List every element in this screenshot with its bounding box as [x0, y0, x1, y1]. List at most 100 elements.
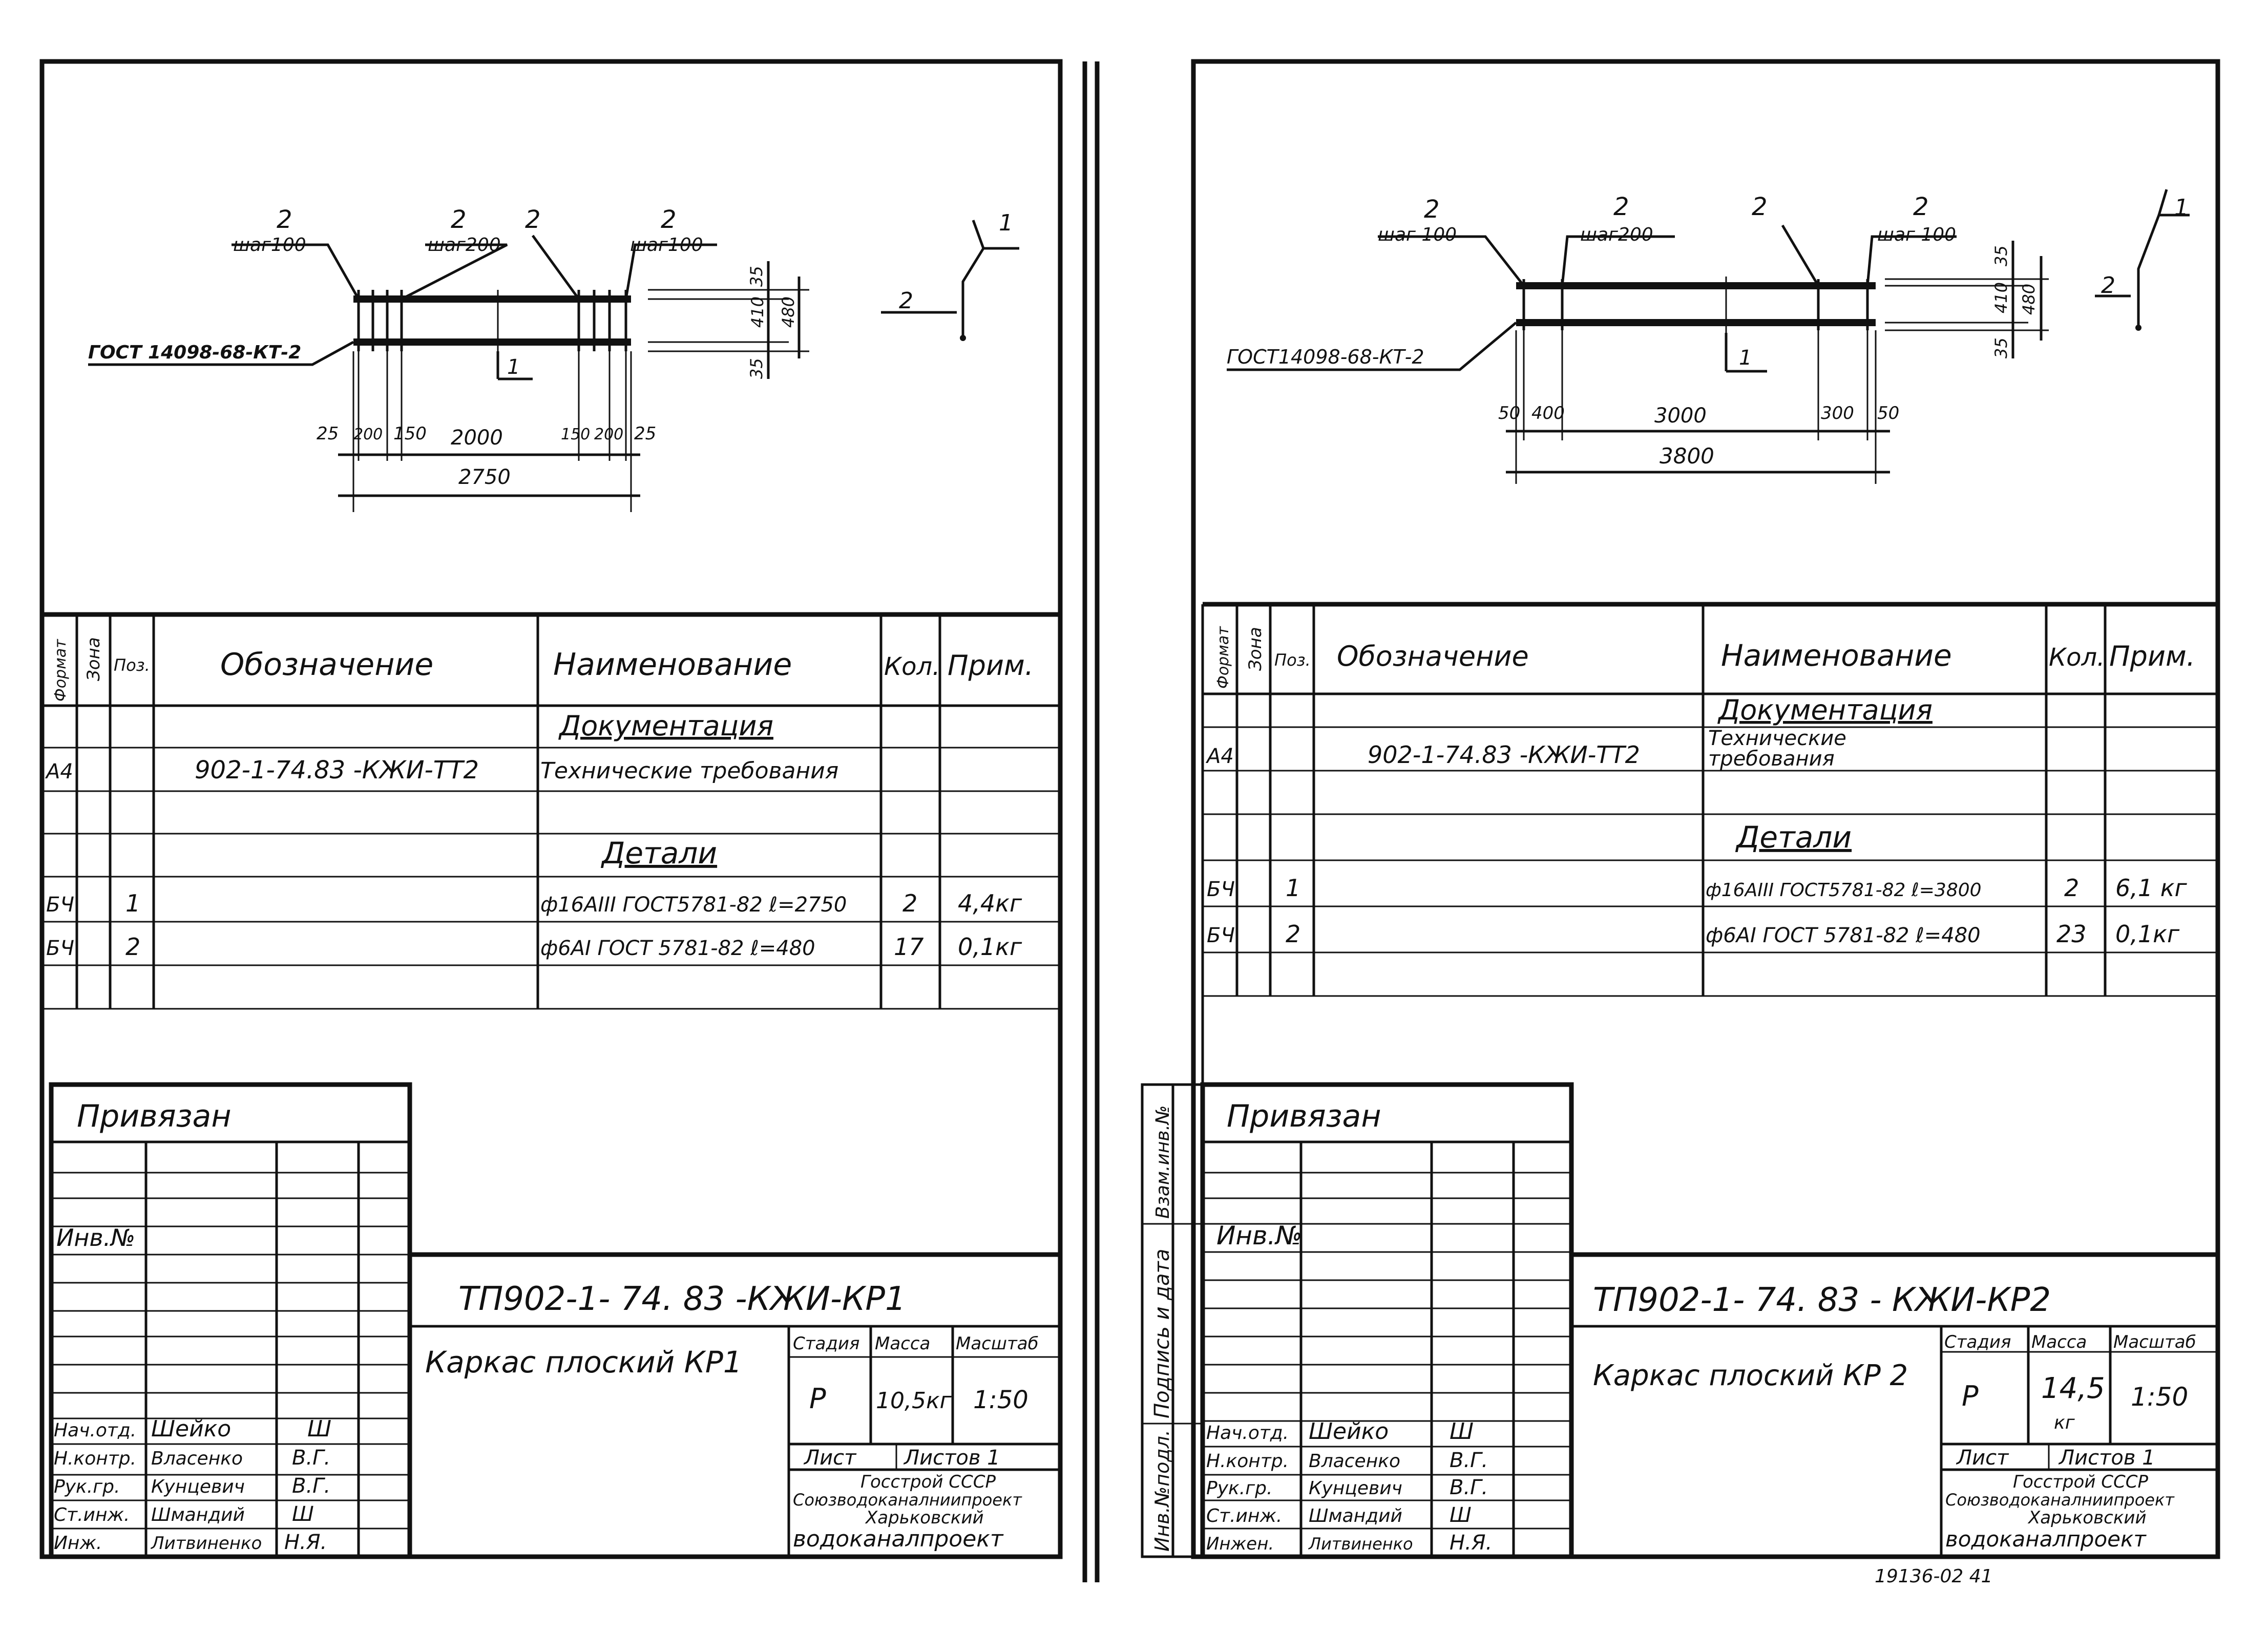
stage-label: Стадия	[1944, 1332, 2011, 1352]
dim-h: 150	[561, 426, 590, 443]
staff-name: Власенко	[151, 1448, 243, 1469]
doc-designation: 902-1-74.83 -КЖИ-ТТ2	[1368, 741, 1640, 769]
mass-value: 10,5кг	[876, 1388, 952, 1414]
row-qty: 2	[902, 889, 917, 917]
leader-note: шаг200	[428, 235, 501, 256]
leader-note: шаг 100	[1877, 224, 1956, 245]
staff-role: Инж.	[54, 1533, 102, 1554]
row-format: БЧ	[1207, 878, 1235, 901]
row-note: 6,1 кг	[2115, 874, 2188, 902]
stage-value: Р	[809, 1383, 826, 1415]
rebar-dot	[960, 335, 966, 341]
header-format: Формат	[52, 639, 70, 702]
staff-sign: В.Г.	[1450, 1476, 1488, 1499]
header-qty: Кол.	[884, 652, 940, 681]
privyazan-box	[49, 1082, 412, 1559]
row-pos: 2	[1286, 920, 1300, 948]
staff-name: Власенко	[1309, 1451, 1400, 1472]
weld-leader	[88, 341, 354, 366]
leader-note: шаг100	[233, 235, 306, 256]
dim-v: 410	[748, 296, 767, 328]
staff-sign: В.Г.	[292, 1474, 330, 1498]
stage-label: Стадия	[793, 1333, 859, 1354]
leader-num: 2	[1752, 193, 1768, 221]
doc-designation: 902-1-74.83 -КЖИ-ТТ2	[195, 756, 479, 784]
row-format: БЧ	[46, 893, 74, 917]
org-line: Харьковский	[865, 1508, 984, 1528]
privyazan-label: Привязан	[1227, 1098, 1381, 1134]
dim-h: 200	[594, 426, 623, 443]
leader-line	[401, 243, 508, 301]
header-designation: Обозначение	[220, 647, 433, 683]
dim-v: 480	[779, 296, 798, 328]
sheet-label: Лист	[1956, 1446, 2009, 1470]
staff-role: Рук.гр.	[1206, 1478, 1272, 1499]
dim-v: 35	[747, 266, 766, 287]
footer-number: 19136-02 41	[1875, 1566, 1993, 1587]
weld-note: ГОСТ 14098-68-КТ-2	[88, 342, 301, 363]
dim-h: 50	[1877, 403, 1899, 423]
staff-name: Шмандий	[151, 1504, 245, 1525]
doc-name: Технические	[1708, 727, 1846, 750]
sheets-label: Листов 1	[903, 1446, 1000, 1470]
side-stamp-label: Подпись и дата	[1150, 1249, 1174, 1418]
staff-role: Н.контр.	[1206, 1451, 1289, 1472]
staff-role: Рук.гр.	[54, 1476, 120, 1497]
dim-v: 410	[1991, 282, 2011, 313]
leader-line	[1866, 235, 1875, 286]
staff-name: Шейко	[151, 1416, 231, 1442]
dim-h: 3000	[1654, 404, 1707, 428]
spec-table: Формат Зона Поз. Обозначение Наименовани…	[42, 612, 1060, 1010]
dim-h: 2000	[451, 426, 503, 450]
leader-line	[1561, 235, 1578, 286]
section-label: 2	[899, 288, 913, 314]
leader-line	[624, 243, 717, 300]
row-qty: 2	[2064, 874, 2079, 902]
mass-value: 14,5	[2041, 1372, 2105, 1405]
dim-h: 25	[634, 423, 656, 444]
section-parts: Детали	[600, 836, 717, 871]
sheet-kr1: 1 2 шаг100 2 шаг200 2 2 шаг100 ГОСТ 1409…	[39, 59, 1087, 1582]
header-note: Прим.	[948, 649, 1034, 682]
row-name: ф16АIII ГОСТ5781-82 ℓ=2750	[540, 893, 847, 917]
scale-label: Масштаб	[956, 1333, 1039, 1354]
leader-note: шаг100	[630, 235, 703, 256]
doc-name: Технические требования	[540, 758, 838, 784]
dim-h: 50	[1498, 403, 1520, 423]
doc-name-2: требования	[1708, 747, 1835, 771]
header-designation: Обозначение	[1337, 640, 1529, 672]
side-stamp-label: Инв.№подл.	[1151, 1430, 1173, 1552]
drawing-code: ТП902-1- 74. 83 - КЖИ-КР2	[1593, 1281, 2051, 1319]
section-mark: 1	[1739, 346, 1752, 370]
row-pos: 1	[1286, 874, 1300, 902]
staff-sign: Ш	[1450, 1418, 1474, 1445]
dim-h: 400	[1531, 403, 1565, 423]
row-qty: 17	[894, 933, 924, 961]
leader-num: 2	[1913, 193, 1929, 221]
leader-line	[1781, 224, 1820, 287]
staff-role: Нач.отд.	[1206, 1423, 1289, 1444]
dim-total: 3800	[1660, 443, 1714, 469]
mass-label: Масса	[875, 1333, 930, 1354]
org-line: Госстрой СССР	[2013, 1472, 2148, 1492]
staff-sign: Н.Я.	[1450, 1531, 1492, 1555]
staff-sign: В.Г.	[292, 1446, 330, 1470]
mass-label: Масса	[2031, 1332, 2087, 1352]
header-zone: Зона	[83, 637, 104, 681]
leader-num: 2	[1424, 195, 1440, 224]
row-note: 4,4кг	[958, 889, 1022, 917]
leader-note: шаг 100	[1378, 224, 1457, 245]
title-block: Привязан Инв.№ ТП902-1- 74. 83 -КЖИ-КР1 …	[49, 1082, 1060, 1559]
staff-name: Литвиненко	[1308, 1534, 1413, 1554]
row-format: БЧ	[1207, 924, 1235, 947]
header-name: Наименование	[553, 647, 792, 683]
section-label: 1	[2174, 195, 2189, 221]
header-qty: Кол.	[2049, 643, 2105, 672]
side-stamp-label: Взам.инв.№	[1152, 1105, 1173, 1219]
header-pos: Поз.	[114, 655, 150, 675]
header-note: Прим.	[2109, 640, 2195, 672]
row-note: 0,1кг	[2115, 920, 2180, 948]
header-zone: Зона	[1245, 627, 1266, 671]
header-name: Наименование	[1721, 638, 1952, 673]
